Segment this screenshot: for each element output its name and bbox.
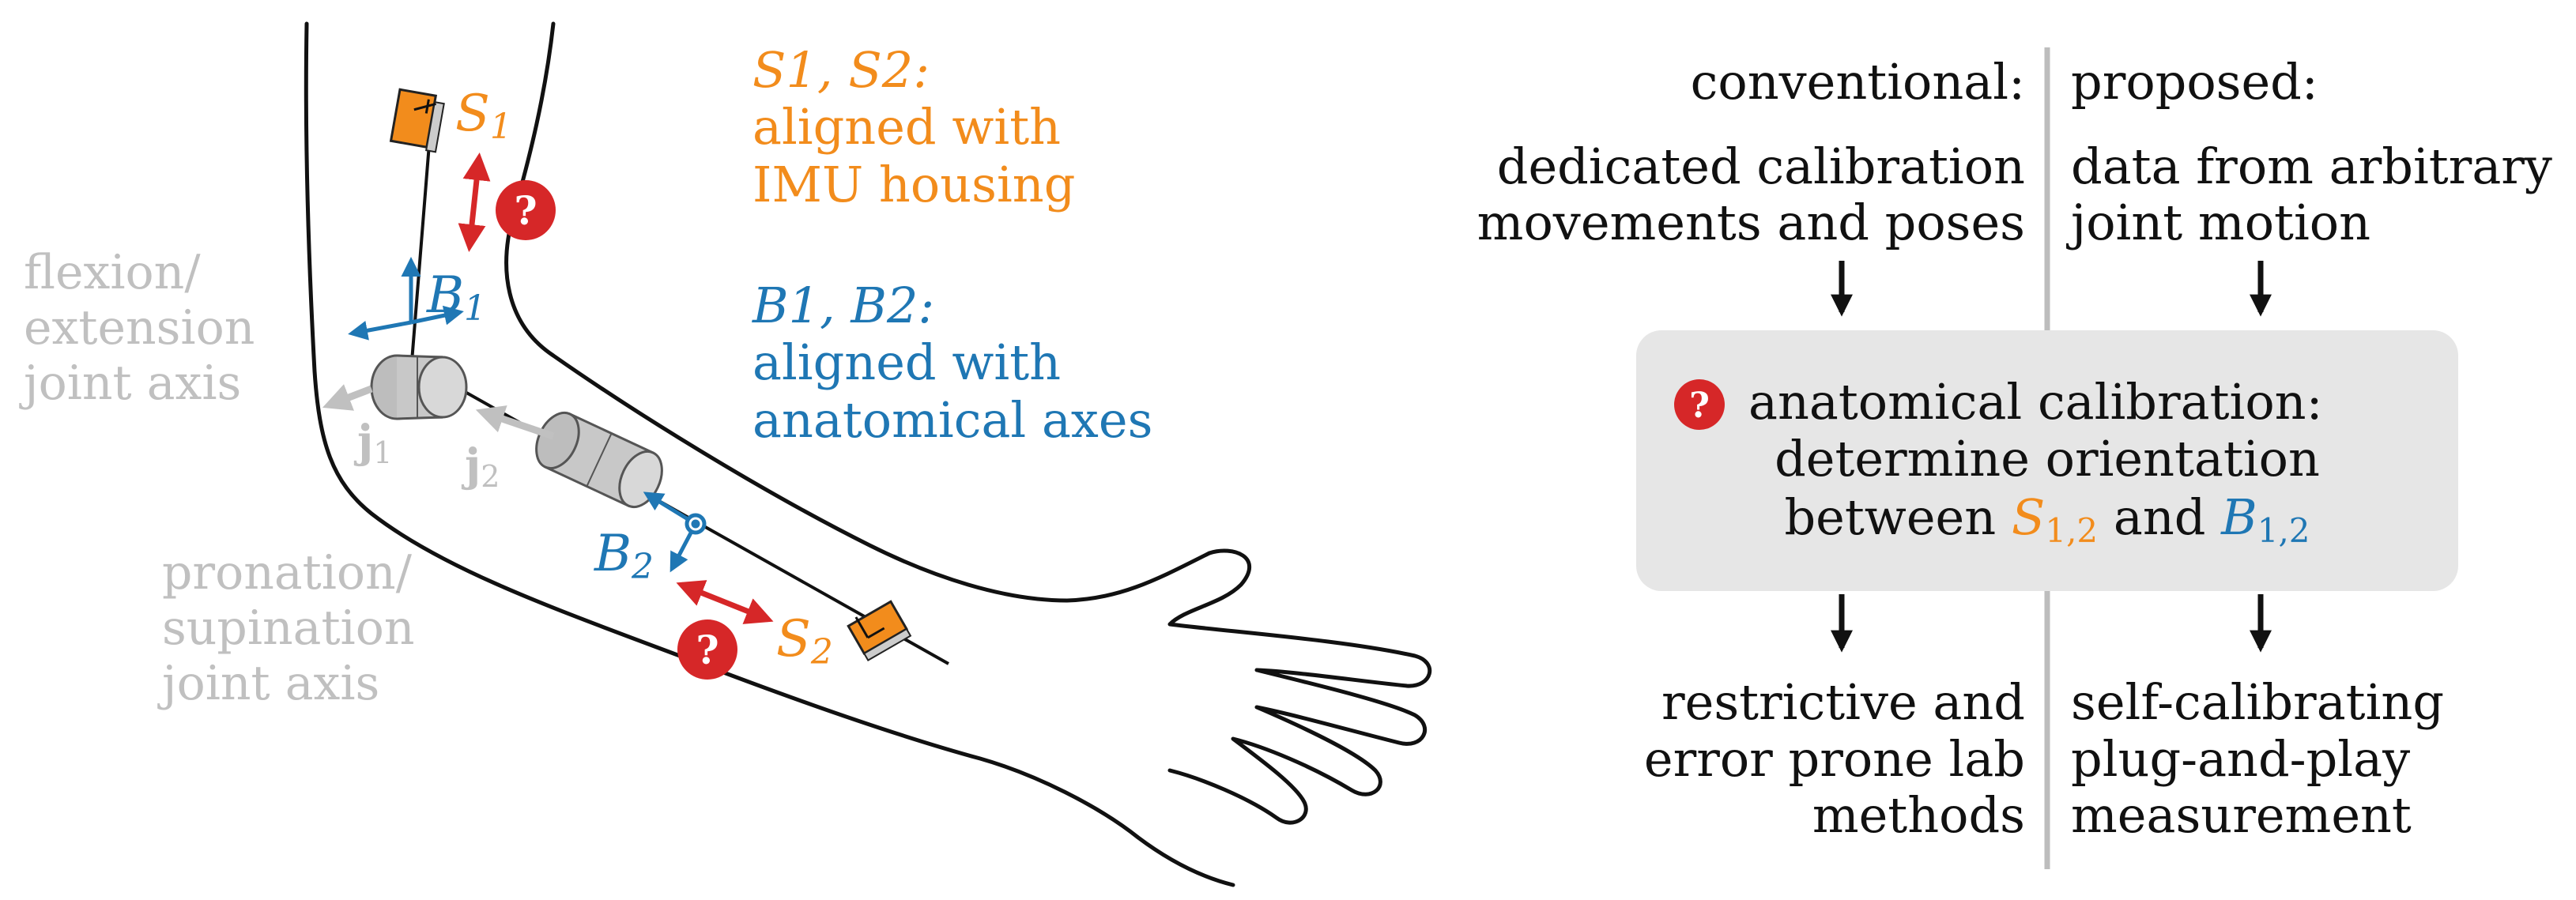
misalignment-arrow-lower xyxy=(676,580,774,624)
conventional-output: restrictive and error prone lab methods xyxy=(1644,673,2025,844)
proposed-input: data from arbitrary joint motion xyxy=(2066,137,2552,251)
conventional-header: conventional: xyxy=(1691,53,2025,111)
conventional-input: dedicated calibration movements and pose… xyxy=(1477,137,2025,251)
proposed-header: proposed: xyxy=(2071,53,2318,111)
svg-text:error prone lab: error prone lab xyxy=(1644,730,2025,788)
svg-text:self-calibrating: self-calibrating xyxy=(2071,673,2444,731)
question-badge-lower: ? xyxy=(677,619,737,680)
pronation-axis-label: pronation/ supination joint axis xyxy=(157,545,415,711)
svg-text:flexion/: flexion/ xyxy=(24,245,201,300)
svg-text:plug-and-play: plug-and-play xyxy=(2071,730,2410,788)
b2-label: B2 xyxy=(594,525,654,587)
calibration-box-line1: anatomical calibration: xyxy=(1748,373,2322,431)
calibration-box-question-badge: ? xyxy=(1674,379,1725,430)
svg-text:aligned with: aligned with xyxy=(752,98,1061,156)
svg-text:?: ? xyxy=(1689,386,1710,426)
elbow-joint-cylinder xyxy=(370,354,468,420)
svg-text:supination: supination xyxy=(162,601,415,656)
svg-text:joint motion: joint motion xyxy=(2066,194,2370,251)
svg-text:IMU housing: IMU housing xyxy=(752,156,1075,213)
flexion-axis-label: flexion/ extension joint axis xyxy=(19,245,255,411)
svg-text:movements and poses: movements and poses xyxy=(1477,194,2025,251)
body-frame-b2 xyxy=(643,491,707,573)
j2-axis-arrow xyxy=(475,405,555,440)
s1-label: S1 xyxy=(455,85,512,147)
svg-text:joint axis: joint axis xyxy=(157,656,379,711)
calibration-box-line2: determine orientation xyxy=(1775,430,2320,488)
svg-text:dedicated calibration: dedicated calibration xyxy=(1497,137,2025,195)
svg-text:?: ? xyxy=(514,187,537,234)
svg-text:restrictive and: restrictive and xyxy=(1661,673,2025,731)
body-frame-note: B1, B2: aligned with anatomical axes xyxy=(752,277,1152,449)
j2-label: j2 xyxy=(461,439,500,494)
svg-text:joint axis: joint axis xyxy=(19,356,241,411)
svg-text:methods: methods xyxy=(1812,786,2025,844)
svg-text:pronation/: pronation/ xyxy=(162,545,413,601)
svg-text:S1, S2:: S1, S2: xyxy=(752,41,930,99)
svg-text:B1, B2:: B1, B2: xyxy=(752,277,934,334)
b1-label: B1 xyxy=(426,266,486,329)
imu-sensor-1 xyxy=(389,88,445,153)
s2-label: S2 xyxy=(776,610,833,672)
svg-text:anatomical axes: anatomical axes xyxy=(752,391,1152,449)
svg-text:aligned with: aligned with xyxy=(752,333,1061,391)
question-badge-upper: ? xyxy=(496,180,556,240)
calibration-box-line3: between S1,2 and B1,2 xyxy=(1784,488,2310,550)
svg-text:measurement: measurement xyxy=(2071,786,2412,844)
forearm-joint-cylinder xyxy=(535,411,663,509)
svg-text:extension: extension xyxy=(24,300,255,356)
calibration-box xyxy=(1636,330,2458,591)
imu-sensor-2 xyxy=(847,600,912,662)
sensor-frame-note: S1, S2: aligned with IMU housing xyxy=(752,41,1075,213)
j1-axis-arrow xyxy=(322,384,373,411)
svg-text:?: ? xyxy=(696,627,718,673)
body-frame-b1 xyxy=(348,257,464,341)
proposed-output: self-calibrating plug-and-play measureme… xyxy=(2071,673,2444,844)
j1-label: j1 xyxy=(353,416,392,470)
svg-text:data from arbitrary: data from arbitrary xyxy=(2071,137,2552,195)
misalignment-arrow-upper xyxy=(458,153,491,252)
